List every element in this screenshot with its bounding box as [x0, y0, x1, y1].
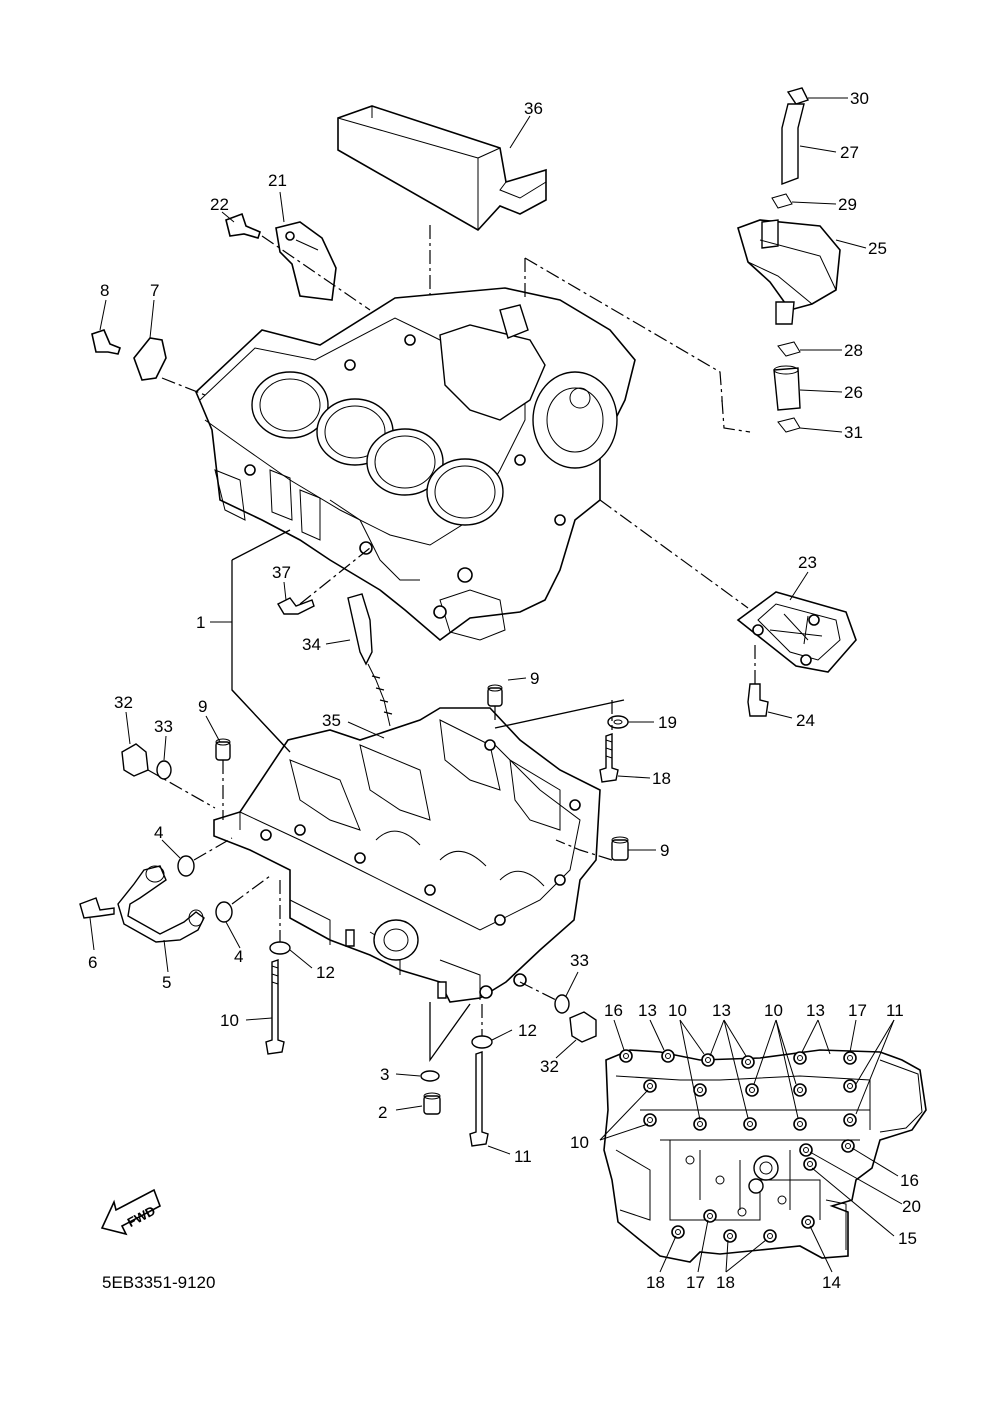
inset-label-17-top: 17: [848, 1001, 867, 1020]
part-5-pipe: [117, 865, 205, 943]
label-part-31: 31: [844, 423, 863, 442]
part-9-dowel-top: [487, 684, 503, 707]
inset-label-20: 20: [902, 1197, 921, 1216]
label-part-37: 37: [272, 563, 291, 582]
part-4-oring-b: [215, 901, 233, 923]
part-36-cover: [337, 105, 547, 232]
part-28-clip: [777, 341, 801, 357]
label-part-12-left: 12: [316, 963, 335, 982]
part-19-washer: [607, 715, 629, 729]
part-33-gasket-right: [554, 994, 570, 1014]
part-34-sensor: [347, 593, 393, 727]
part-30-clamp: [786, 87, 809, 105]
label-part-6: 6: [88, 953, 97, 972]
label-part-30: 30: [850, 89, 869, 108]
label-part-27: 27: [840, 143, 859, 162]
inset-label-13-left: 13: [638, 1001, 657, 1020]
inset-label-18-right: 18: [716, 1273, 735, 1292]
part-27-hose: [781, 103, 805, 186]
part-18-bolt: [599, 733, 619, 783]
label-part-18: 18: [652, 769, 671, 788]
part-11-bolt: [469, 1051, 489, 1147]
inset-label-17-bottom: 17: [686, 1273, 705, 1292]
part-32-plug-right: [569, 1011, 597, 1043]
part-6-bolt: [79, 897, 115, 919]
label-part-26: 26: [844, 383, 863, 402]
lower-crankcase: [213, 707, 601, 1003]
label-part-1: 1: [196, 613, 205, 632]
inset-label-13-right: 13: [806, 1001, 825, 1020]
label-part-32-right: 32: [540, 1057, 559, 1076]
label-part-36: 36: [524, 99, 543, 118]
label-part-23: 23: [798, 553, 817, 572]
part-37-bolt: [277, 597, 315, 615]
label-part-5: 5: [162, 973, 171, 992]
part-9-dowel-left: [215, 738, 231, 761]
label-part-32-left: 32: [114, 693, 133, 712]
label-part-4-b: 4: [234, 947, 243, 966]
label-part-11: 11: [514, 1147, 532, 1166]
label-part-4-a: 4: [154, 823, 163, 842]
part-2-dowel: [423, 1092, 441, 1115]
part-7-cover: [133, 337, 167, 381]
inset-label-14: 14: [822, 1273, 841, 1292]
label-part-2: 2: [378, 1103, 387, 1122]
part-9-dowel-right: [611, 836, 629, 861]
part-21-cover: [275, 221, 337, 301]
label-part-25: 25: [868, 239, 887, 258]
leader-lines: [89, 97, 903, 1273]
inset-label-11: 11: [886, 1001, 904, 1020]
inset-label-15: 15: [898, 1229, 917, 1248]
label-part-35: 35: [322, 711, 341, 730]
inset-label-16-top: 16: [604, 1001, 623, 1020]
inset-label-16-right: 16: [900, 1171, 919, 1190]
label-part-24: 24: [796, 711, 815, 730]
inset-label-13-mid: 13: [712, 1001, 731, 1020]
part-3-washer: [420, 1070, 440, 1082]
label-part-9-top: 9: [530, 669, 539, 688]
label-part-7: 7: [150, 281, 159, 300]
part-23-strainer: [736, 591, 857, 673]
upper-crankcase: [195, 287, 636, 642]
part-4-oring-a: [177, 855, 195, 877]
part-12-washer-right: [471, 1035, 493, 1049]
part-31-clip: [777, 417, 801, 433]
part-24-bolt: [747, 683, 769, 717]
label-part-9-left: 9: [198, 697, 207, 716]
fwd-arrow-icon: [100, 1188, 161, 1236]
diagram-code: 5EB3351-9120: [102, 1273, 215, 1292]
label-part-8: 8: [100, 281, 109, 300]
label-part-33-right: 33: [570, 951, 589, 970]
label-part-9-right: 9: [660, 841, 669, 860]
inset-label-10-left: 10: [570, 1133, 589, 1152]
label-part-33-left: 33: [154, 717, 173, 736]
part-10-bolt: [265, 959, 285, 1055]
inset-label-18-left: 18: [646, 1273, 665, 1292]
part-12-washer-left: [269, 941, 291, 955]
part-26-pipe: [773, 365, 801, 411]
label-part-12-right: 12: [518, 1021, 537, 1040]
label-part-10: 10: [220, 1011, 239, 1030]
part-32-plug-left: [121, 743, 149, 777]
part-labels: 36 21 22 8 7 30 27 29 25 28 26 31 23 24 …: [88, 89, 921, 1292]
label-part-3: 3: [380, 1065, 389, 1084]
part-29-clip: [771, 193, 793, 209]
part-8-bolt: [91, 329, 121, 355]
inset-bottom-view: [603, 1049, 927, 1263]
label-part-28: 28: [844, 341, 863, 360]
part-25-breather-box: [737, 219, 841, 325]
inset-label-10-top-mid: 10: [764, 1001, 783, 1020]
label-part-22: 22: [210, 195, 229, 214]
part-22-bolt: [225, 212, 261, 239]
label-part-19: 19: [658, 713, 677, 732]
label-part-29: 29: [838, 195, 857, 214]
inset-label-10-top-left: 10: [668, 1001, 687, 1020]
label-part-34: 34: [302, 635, 321, 654]
label-part-21: 21: [268, 171, 287, 190]
